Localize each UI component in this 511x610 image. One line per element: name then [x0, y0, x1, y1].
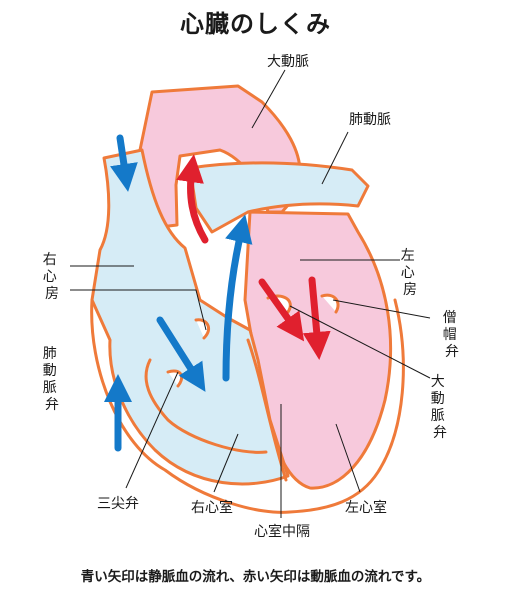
right-heart-chambers: [90, 148, 290, 486]
label-left-atrium: 左 心 房: [401, 248, 419, 298]
diagram-title: 心臓のしくみ: [180, 10, 331, 38]
leader-right-ventricle: [213, 433, 239, 493]
blue-arrow-right-ventricle: [156, 316, 206, 392]
label-aorta: 大動脈: [267, 54, 309, 70]
red-arrow-left-ventricle: [258, 278, 305, 342]
leader-pulmonary-artery: [321, 131, 349, 185]
leader-pulmonary-valve: [70, 289, 207, 331]
mitral-valve-shape: [320, 293, 340, 314]
label-right-ventricle: 右心室: [191, 499, 233, 516]
label-mitral-valve: 僧 帽 弁: [443, 310, 461, 360]
leader-aortic-valve: [289, 305, 431, 379]
leader-left-ventricle: [335, 423, 361, 493]
ventricle-inner-wall: [144, 358, 268, 454]
label-left-ventricle: 左心室: [345, 499, 387, 516]
label-pulmonary-artery: 肺動脈: [349, 112, 391, 128]
leader-tricuspid-valve: [125, 371, 179, 489]
red-arrow-aortic-outflow: [176, 154, 209, 244]
label-right-atrium: 右 心 房: [43, 252, 61, 302]
label-aortic-valve: 大 動 脈 弁: [431, 374, 449, 441]
leader-aorta: [251, 69, 286, 129]
label-septum: 心室中隔: [254, 523, 310, 540]
pulmonary-valve-shape: [194, 318, 210, 340]
red-arrow-mitral-inflow: [302, 276, 331, 360]
blue-arrow-superior-vena-cava: [110, 134, 138, 192]
label-tricuspid-valve: 三尖弁: [97, 496, 139, 512]
blue-arrow-pulmonary-outflow: [222, 214, 253, 382]
label-pulmonary-valve: 肺 動 脈 弁: [43, 346, 61, 413]
leader-mitral-valve: [332, 299, 431, 319]
diagram-caption: 青い矢印は静脈血の流れ、赤い矢印は動脈血の流れです。: [80, 569, 431, 585]
